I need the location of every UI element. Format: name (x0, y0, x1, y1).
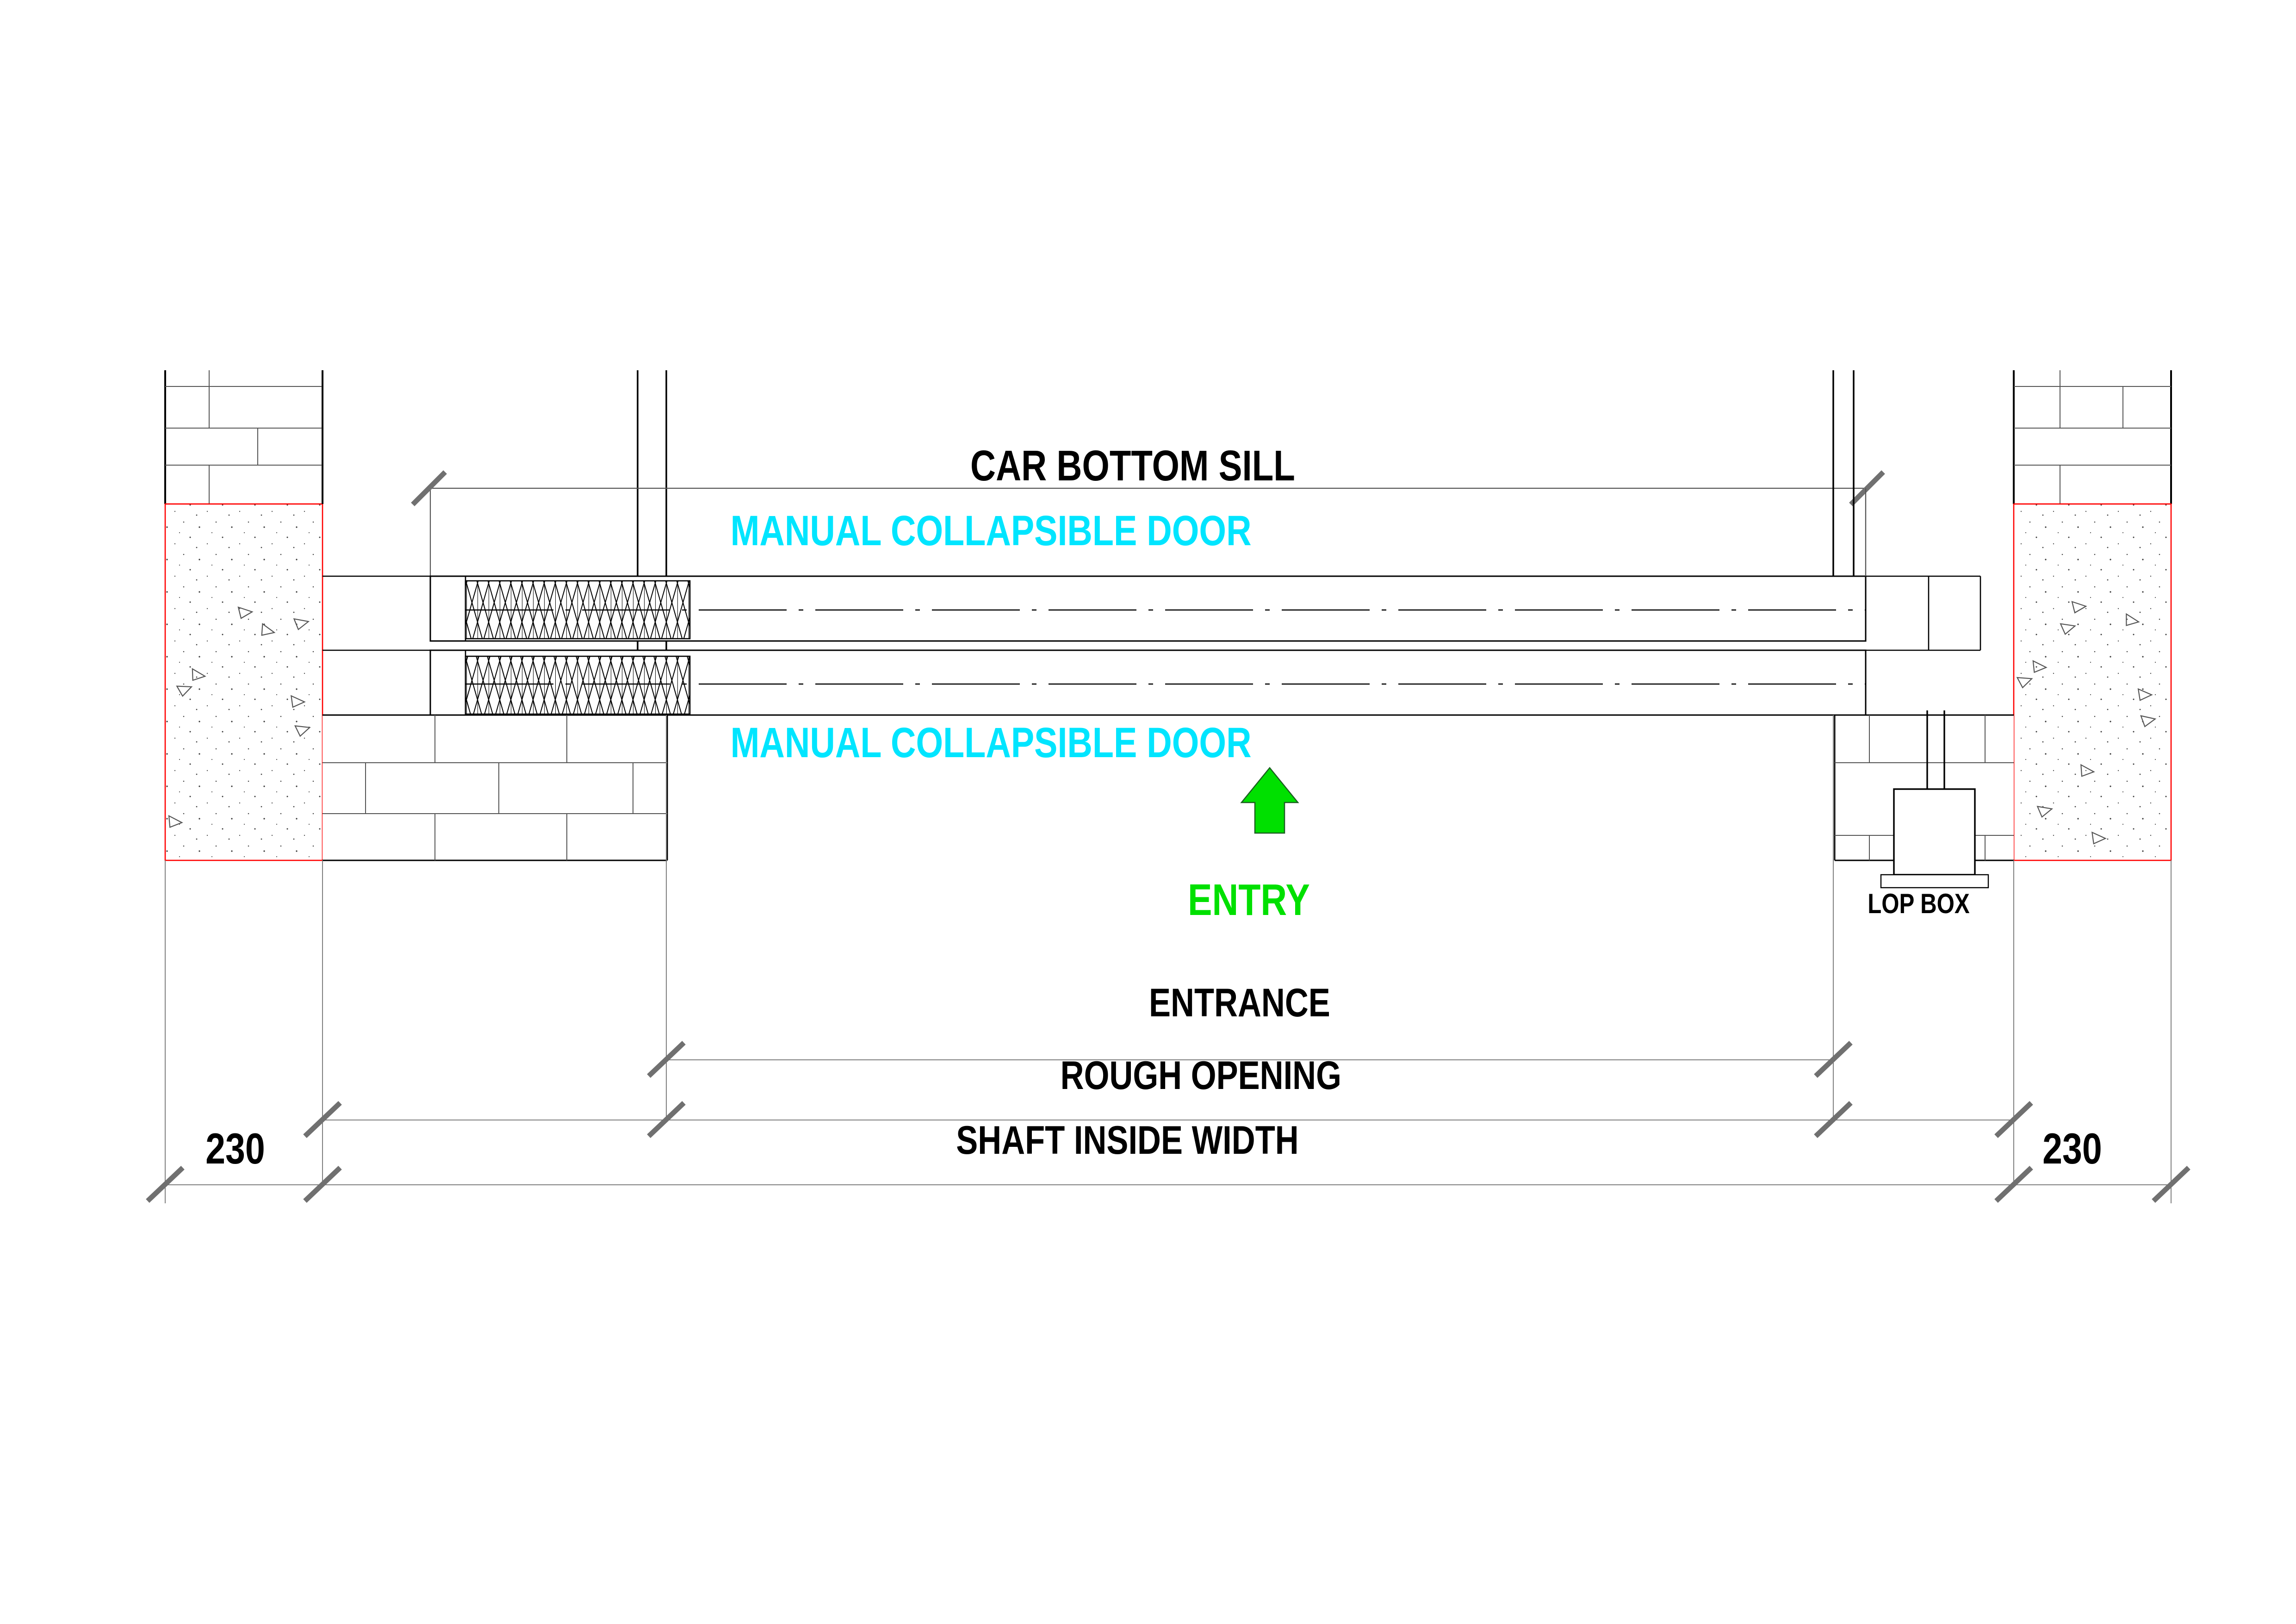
right-jamb-lines (1832, 370, 1867, 576)
right-wall-concrete (2013, 503, 2172, 861)
lop-box-symbol (1880, 710, 1989, 889)
shaft-inside-width-dimension-label: SHAFT INSIDE WIDTH (956, 1118, 1299, 1163)
dimension-lines (146, 715, 2191, 1203)
car-bottom-sill-label: CAR BOTTOM SILL (970, 442, 1295, 490)
left-lower-jamb-brick (323, 714, 668, 861)
left-wall-concrete (164, 503, 323, 861)
left-wall-brick (164, 370, 323, 505)
manual-collapsible-door-label-upper: MANUAL COLLAPSIBLE DOOR (730, 507, 1252, 554)
left-wall-thickness-label: 230 (205, 1124, 265, 1173)
rough-opening-dimension-label: ROUGH OPENING (1060, 1053, 1341, 1098)
collapsible-door-lattice-lower (465, 655, 691, 715)
entrance-dimension-label: ENTRANCE (1149, 981, 1330, 1025)
right-wall-thickness-label: 230 (2042, 1124, 2102, 1173)
entry-label: ENTRY (1187, 875, 1310, 925)
collapsible-door-upper (429, 575, 1867, 642)
entry-arrow-icon (1240, 767, 1299, 834)
lop-box-label: LOP BOX (1868, 888, 1970, 919)
right-wall-assembly (2013, 370, 2172, 861)
left-wall-assembly (164, 370, 323, 861)
collapsible-door-lower (429, 649, 1867, 716)
manual-collapsible-door-label-lower: MANUAL COLLAPSIBLE DOOR (730, 719, 1252, 766)
right-wall-brick (2013, 370, 2172, 505)
